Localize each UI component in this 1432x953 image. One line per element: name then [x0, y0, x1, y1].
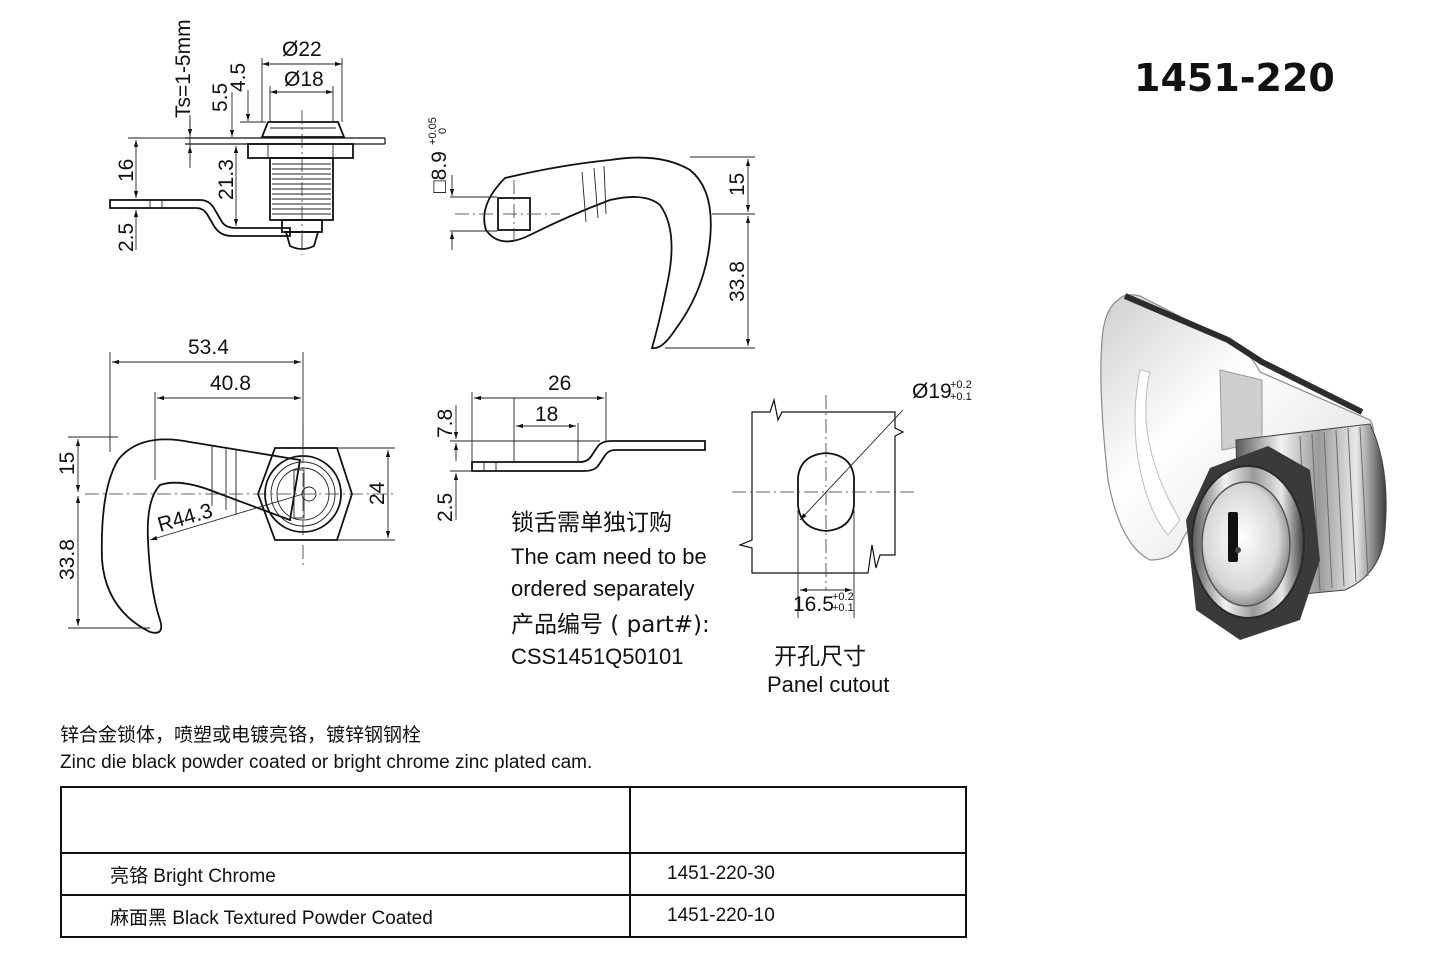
table-header-row: [60, 786, 967, 854]
product-photo: [1100, 293, 1387, 640]
material-description: 锌合金锁体，喷塑或电镀亮铬，镀锌钢钢栓 Zinc die black powde…: [60, 722, 592, 776]
panel-cutout-view: Ø19 +0.2 +0.1 16.5 +0.2 +0.1 开孔尺寸 Panel …: [732, 379, 972, 697]
dim-4-5: 4.5: [227, 63, 250, 92]
dim-53-4: 53.4: [188, 336, 229, 359]
dim-40-8: 40.8: [210, 372, 251, 395]
product-title: 1451-220: [1134, 56, 1335, 100]
description-en: Zinc die black powder coated or bright c…: [60, 752, 593, 773]
dim-16-5-tol-top: +0.2: [832, 591, 854, 603]
note-part-label: 产品编号 ( part#):: [511, 612, 710, 638]
dim-radius-44-3: R44.3: [155, 499, 215, 537]
table-row: 亮铬 Bright Chrome 1451-220-30: [60, 852, 967, 896]
dim-24: 24: [366, 481, 389, 505]
dim-15-front: 15: [56, 452, 79, 475]
finish-name: 麻面黑 Black Textured Powder Coated: [60, 894, 631, 938]
dim-diameter-18: Ø18: [284, 68, 324, 91]
finish-code: 1451-220-10: [629, 894, 967, 938]
dim-21-3: 21.3: [215, 159, 238, 200]
dim-diameter-19: Ø19: [912, 380, 952, 403]
front-view: 53.4 40.8 15 33.8 R44.3 24: [56, 336, 395, 634]
dim-square-tol-top: +0.05: [427, 117, 439, 145]
note-part-number: CSS1451Q50101: [511, 644, 683, 669]
note-cam-cn: 锁舌需单独订购: [511, 510, 672, 536]
note-cam-en-1: The cam need to be: [511, 544, 707, 569]
cam-top-view: □8.9 +0.05 0 15 33.8: [427, 117, 755, 350]
dim-7-8: 7.8: [434, 409, 457, 438]
dim-diameter-22: Ø22: [282, 38, 322, 61]
dim-square-8-9: □8.9: [428, 151, 451, 193]
dim-19-tol-bot: +0.1: [950, 391, 972, 403]
dim-5-5: 5.5: [209, 83, 232, 112]
dim-33-8-top: 33.8: [726, 261, 749, 302]
dim-square-tol-bot: 0: [437, 128, 449, 134]
table-header-cell: [60, 786, 631, 854]
dim-16: 16: [115, 159, 138, 182]
cutout-title-en: Panel cutout: [767, 672, 889, 697]
description-cn: 锌合金锁体，喷塑或电镀亮铬，镀锌钢钢栓: [60, 725, 422, 746]
dim-panel-thickness: Ts=1-5mm: [172, 19, 195, 118]
side-view: Ø22 Ø18 Ts=1-5mm 5.5 4.5 16 2.5 21.3: [109, 19, 386, 255]
cutout-title-cn: 开孔尺寸: [774, 644, 866, 670]
note-cam-en-2: ordered separately: [511, 576, 694, 601]
dim-15-top: 15: [726, 173, 749, 196]
cam-side-view: 26 18 7.8 2.5: [434, 372, 706, 522]
table-header-cell: [629, 786, 967, 854]
cam-order-note: 锁舌需单独订购 The cam need to be ordered separ…: [511, 510, 710, 669]
dim-16-5-tol-bot: +0.1: [832, 602, 854, 614]
dim-2-5-side: 2.5: [115, 223, 138, 252]
dim-19-tol-top: +0.2: [950, 379, 972, 391]
finish-name: 亮铬 Bright Chrome: [60, 852, 631, 896]
table-row: 麻面黑 Black Textured Powder Coated 1451-22…: [60, 894, 967, 938]
dim-26: 26: [548, 372, 571, 395]
finish-table: 亮铬 Bright Chrome 1451-220-30 麻面黑 Black T…: [60, 786, 967, 938]
finish-code: 1451-220-30: [629, 852, 967, 896]
dim-16-5: 16.5: [793, 593, 834, 616]
dim-33-8-front: 33.8: [56, 539, 79, 580]
dim-2-5-cam: 2.5: [434, 493, 457, 522]
dim-18-cam: 18: [535, 403, 558, 426]
